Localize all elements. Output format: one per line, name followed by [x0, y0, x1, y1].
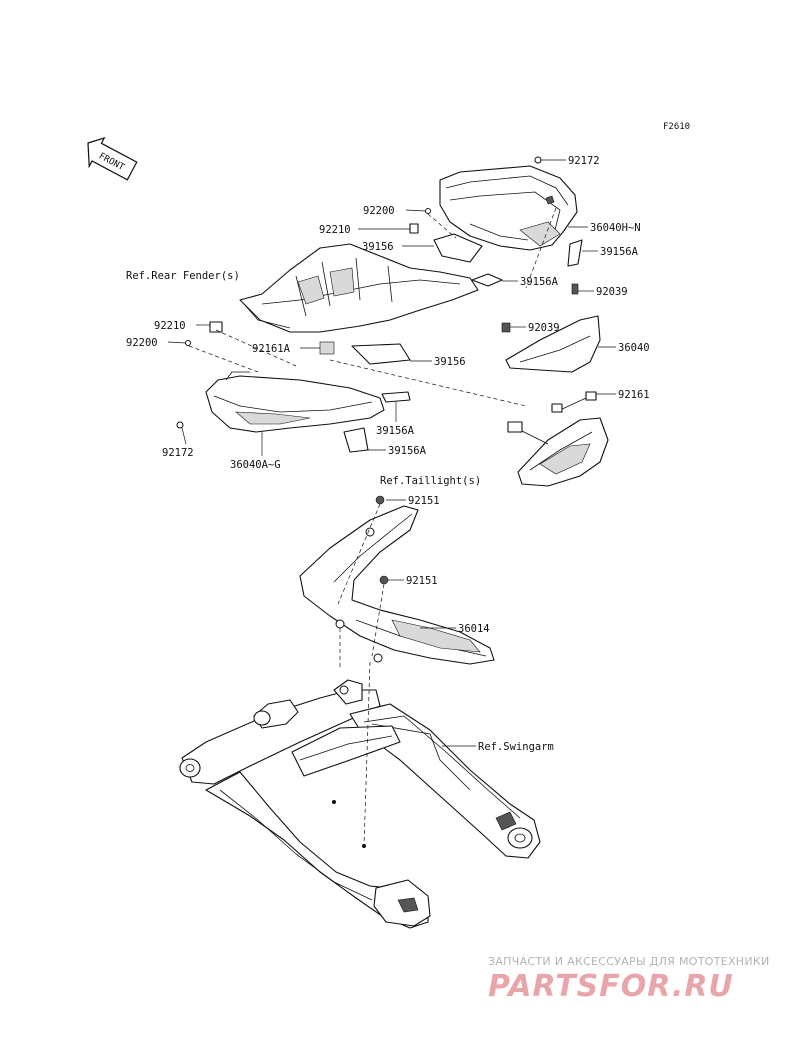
clip-92039-b: [501, 322, 511, 333]
leader-lines: [167, 159, 616, 847]
label-36040HN: 36040H~N: [590, 222, 641, 234]
rear-fender-ref: [239, 243, 479, 333]
label-36040AG: 36040A~G: [230, 459, 281, 471]
label-92200-top: 92200: [363, 205, 395, 217]
label-39156A-bottom: 39156A: [388, 445, 427, 457]
sticker-39156A-upper: [567, 239, 583, 267]
collar-92200-left: [185, 340, 191, 346]
label-ref-taillight: Ref.Taillight(s): [380, 475, 481, 487]
bolt-92151-b: [379, 575, 389, 585]
label-92151-b: 92151: [406, 575, 438, 587]
label-92161: 92161: [618, 389, 650, 401]
collar-92200-top: [425, 208, 431, 214]
screw-92172-left: [176, 421, 184, 429]
bush-92210-left: [209, 321, 223, 333]
clamp-92161A: [319, 341, 335, 355]
sticker-39156A-oval: [471, 273, 503, 287]
watermark-brand: PARTSFOR.RU: [488, 969, 734, 1004]
label-92039-b: 92039: [528, 322, 560, 334]
taillight-ref: [507, 391, 609, 487]
label-92151-a: 92151: [408, 495, 440, 507]
label-36014: 36014: [458, 623, 490, 635]
sticker-39156-upper: [433, 233, 483, 263]
seat-cover-left: [205, 371, 385, 433]
watermark-caption: ЗАПЧАСТИ И АКСЕССУАРЫ ДЛЯ МОТОТЕХНИКИ: [488, 955, 770, 968]
label-39156A-mid: 39156A: [520, 276, 559, 288]
front-arrow-icon: FRONT: [87, 137, 138, 181]
clamp-92161: [585, 391, 597, 401]
sticker-39156-mid: [351, 343, 411, 365]
label-92200-left: 92200: [126, 337, 158, 349]
figure-code: F2610: [663, 122, 690, 132]
label-ref-rear-fender: Ref.Rear Fender(s): [126, 270, 240, 282]
sticker-39156A-low: [381, 391, 411, 403]
side-cover-36040: [505, 315, 601, 373]
chain-guard-36014: [299, 505, 495, 665]
label-36040: 36040: [618, 342, 650, 354]
label-92172-left: 92172: [162, 447, 194, 459]
label-ref-swingarm: Ref.Swingarm: [478, 741, 554, 753]
clip-92039-a: [571, 283, 579, 295]
label-39156A-top: 39156A: [600, 246, 639, 258]
label-39156-top: 39156: [362, 241, 394, 253]
bolt-92151-a: [375, 495, 385, 505]
label-39156-mid: 39156: [434, 356, 466, 368]
label-92210-left: 92210: [154, 320, 186, 332]
seat-cowl-upper: [439, 165, 578, 251]
swingarm-ref: [179, 679, 541, 929]
label-92210-top: 92210: [319, 224, 351, 236]
screw-92172-top: [534, 156, 542, 164]
sticker-39156A-bottom: [343, 427, 369, 453]
label-92161A: 92161A: [252, 343, 291, 355]
bush-92210-top: [409, 223, 419, 234]
label-92172-top: 92172: [568, 155, 600, 167]
label-39156A-low: 39156A: [376, 425, 415, 437]
label-92039-a: 92039: [596, 286, 628, 298]
